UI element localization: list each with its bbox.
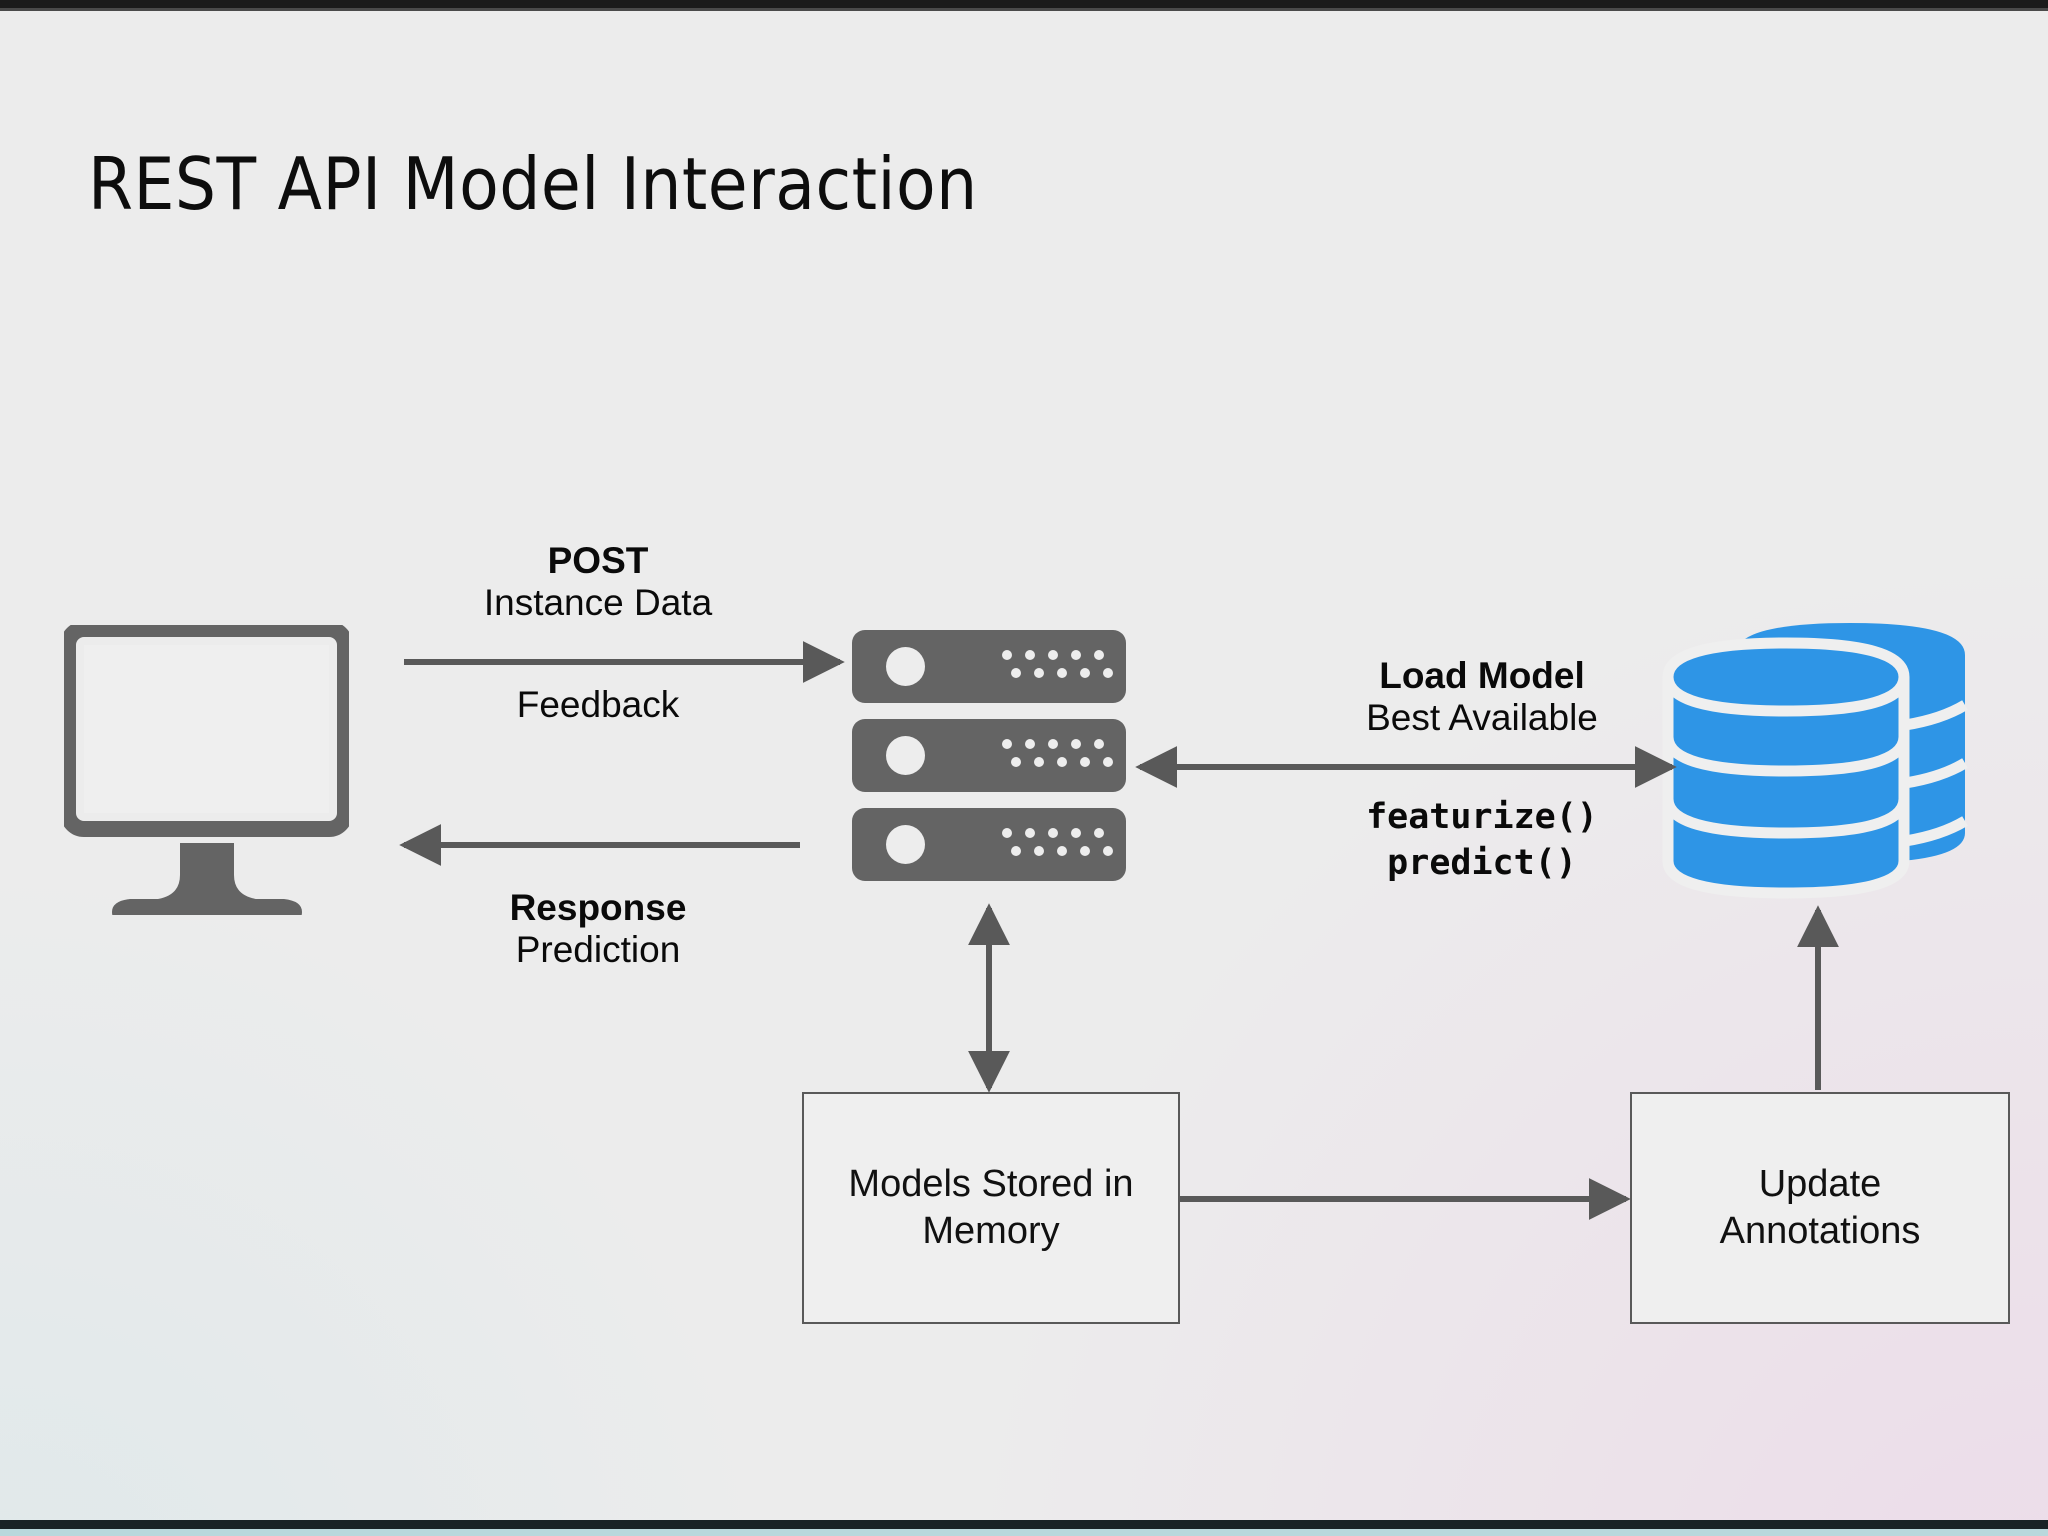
edge-label-response: Response Prediction <box>398 887 798 971</box>
edge-label-post-primary: POST <box>547 540 649 581</box>
edge-label-feedback: Feedback <box>398 684 798 726</box>
edge-label-load-model-primary: Load Model <box>1379 655 1585 696</box>
window-chrome-bottom-bar <box>0 1520 2048 1529</box>
edge-label-api-calls: featurize() predict() <box>1262 795 1702 886</box>
update-annotations-box[interactable]: Update Annotations <box>1630 1092 2010 1324</box>
edge-label-post-secondary: Instance Data <box>483 582 713 623</box>
server-vent-dots-icon <box>1002 650 1113 686</box>
monitor-icon-glyph <box>60 621 353 925</box>
database-cylinder-icon[interactable] <box>1660 615 1970 900</box>
edge-label-response-secondary: Prediction <box>515 929 681 970</box>
server-unit <box>852 808 1126 881</box>
monitor-icon[interactable] <box>60 621 353 925</box>
annotations-box-line2: Annotations <box>1719 1210 1921 1252</box>
models-box-label: Models Stored in Memory <box>848 1161 1133 1255</box>
server-led-icon <box>886 736 925 775</box>
server-unit <box>852 719 1126 792</box>
server-vent-dots-icon <box>1002 739 1113 775</box>
edge-label-response-primary: Response <box>509 887 687 928</box>
window-chrome-top-divider <box>0 8 2048 11</box>
annotations-box-label: Update Annotations <box>1720 1161 1921 1255</box>
edge-label-predict-call: predict() <box>1387 842 1577 883</box>
server-led-icon <box>886 647 925 686</box>
annotations-box-line1: Update <box>1758 1162 1882 1205</box>
database-icon-glyph <box>1662 623 1968 899</box>
window-chrome-bottom-accent <box>0 1529 2048 1536</box>
edge-label-load-model-secondary: Best Available <box>1366 697 1598 738</box>
edge-label-feedback-text: Feedback <box>516 684 680 725</box>
server-rack-icon[interactable] <box>852 630 1132 895</box>
window-chrome-top-bar <box>0 0 2048 8</box>
edge-label-load-model: Load Model Best Available <box>1262 655 1702 739</box>
models-stored-in-memory-box[interactable]: Models Stored in Memory <box>802 1092 1180 1324</box>
edge-label-post: POST Instance Data <box>398 540 798 624</box>
server-unit <box>852 630 1126 703</box>
models-box-line2: Memory <box>922 1210 1060 1252</box>
edge-label-featurize-call: featurize() <box>1366 797 1598 837</box>
server-vent-dots-icon <box>1002 828 1113 864</box>
models-box-line1: Models Stored in <box>848 1162 1134 1205</box>
server-led-icon <box>886 825 925 864</box>
page-title: REST API Model Interaction <box>88 142 978 226</box>
